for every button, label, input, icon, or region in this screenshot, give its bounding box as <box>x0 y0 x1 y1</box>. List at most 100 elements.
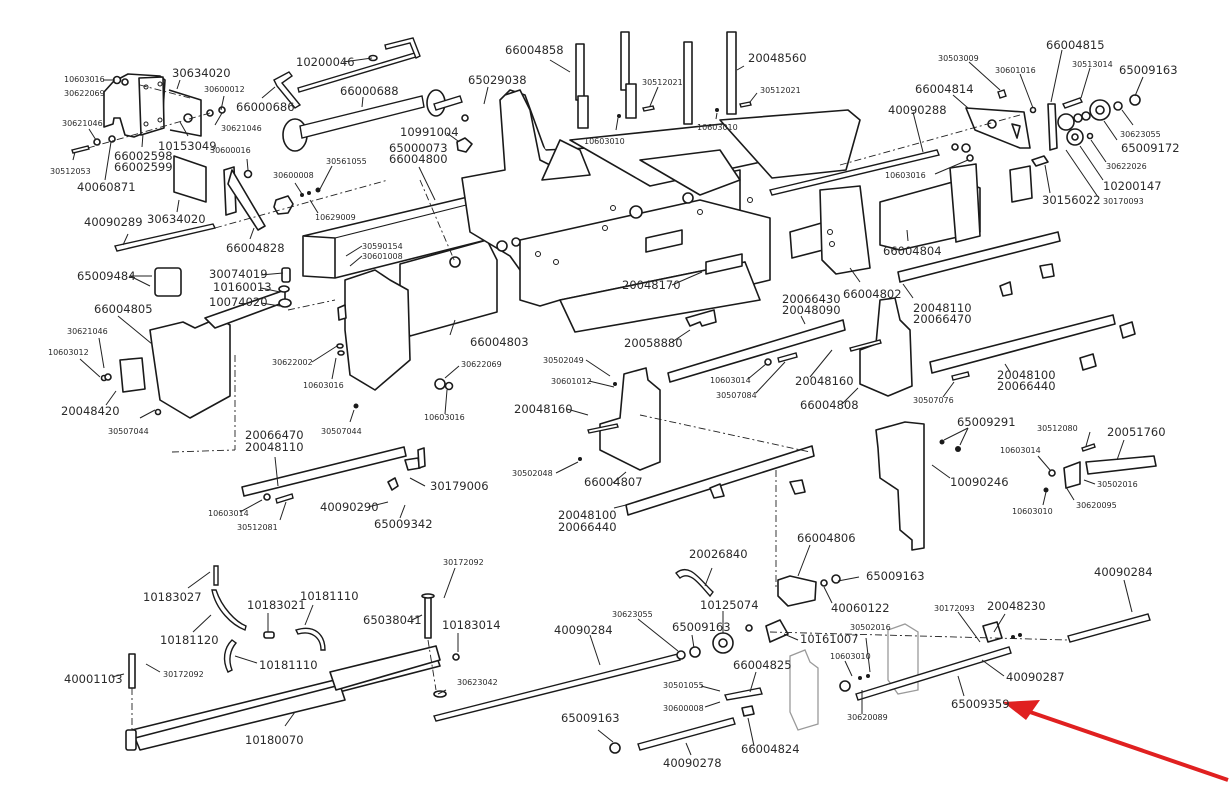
part-label: 30172093 <box>934 604 975 613</box>
part-label: 66004800 <box>389 152 448 166</box>
part-label: 40060122 <box>831 601 890 615</box>
part-label: 20066440 <box>997 379 1056 393</box>
part-label: 10153049 <box>158 139 217 153</box>
part-label: 66002599 <box>114 160 173 174</box>
part-label: 20048160 <box>514 402 573 416</box>
handle-rod-assembly <box>273 37 446 152</box>
center-carrier-assembly <box>278 267 454 409</box>
callout-labels: 10603016 30622069 30634020 30600012 3062… <box>48 38 1180 770</box>
part-label: 30620095 <box>1076 501 1117 510</box>
part-label: 40001103 <box>64 672 123 686</box>
part-label: 30623055 <box>612 610 653 619</box>
part-label: 20048160 <box>795 374 854 388</box>
part-label: 10181110 <box>300 589 359 603</box>
tine-bar-lower-left <box>241 446 426 504</box>
part-label: 30170093 <box>1103 197 1144 206</box>
part-label: 65038041 <box>363 613 422 627</box>
part-label: 10183027 <box>143 590 202 604</box>
part-label: 10603010 <box>584 137 625 146</box>
part-label: 30590154 <box>362 242 403 251</box>
part-label: 30623042 <box>457 678 498 687</box>
part-label: 30634020 <box>172 66 231 80</box>
part-label: 40090290 <box>320 500 379 514</box>
part-label: 10991004 <box>400 125 459 139</box>
part-label: 20048110 <box>913 301 972 315</box>
part-label: 66004808 <box>800 398 859 412</box>
part-label: 10125074 <box>700 598 759 612</box>
part-label: 40090278 <box>663 756 722 770</box>
part-label: 30074019 <box>209 267 268 281</box>
part-label: 10181120 <box>160 633 219 647</box>
part-label: 30512053 <box>50 167 91 176</box>
part-label: 10603010 <box>1012 507 1053 516</box>
part-label: 30512021 <box>760 86 801 95</box>
drive-plate-assembly <box>769 89 1141 203</box>
part-label: 10074020 <box>209 295 268 309</box>
part-label: 10603014 <box>710 376 751 385</box>
part-label: 30622002 <box>272 358 313 367</box>
part-label: 10603016 <box>303 381 344 390</box>
part-label: 20066430 <box>782 292 841 306</box>
part-label: 20048230 <box>987 599 1046 613</box>
hydraulic-cylinder-assembly <box>125 565 460 751</box>
part-label: 10200147 <box>1103 179 1162 193</box>
part-label: 30621046 <box>67 327 108 336</box>
part-label: 30622069 <box>64 89 105 98</box>
part-label: 30502016 <box>850 623 891 632</box>
part-label: 30502016 <box>1097 480 1138 489</box>
mounting-plate-assembly <box>71 73 226 203</box>
part-label: 30600008 <box>273 171 314 180</box>
part-label: 66004802 <box>843 287 902 301</box>
left-carrier-assembly <box>100 267 286 453</box>
part-label: 30502048 <box>512 469 553 478</box>
part-label: 30622026 <box>1106 162 1147 171</box>
part-label: 10603016 <box>424 413 465 422</box>
part-label: 10180070 <box>245 733 304 747</box>
part-label: 30601012 <box>551 377 592 386</box>
part-label: 30503009 <box>938 54 979 63</box>
part-label: 66004858 <box>505 43 564 57</box>
part-label: 66004825 <box>733 658 792 672</box>
part-label: 66000686 <box>236 100 295 114</box>
part-label: 65009291 <box>957 415 1016 429</box>
part-label: 65009163 <box>1119 63 1178 77</box>
part-label: 66000688 <box>340 84 399 98</box>
part-label: 66004824 <box>741 742 800 756</box>
right-holder-66004808 <box>685 297 913 397</box>
part-label: 10603010 <box>830 652 871 661</box>
center-holder-66004807 <box>578 367 811 471</box>
part-label: 66002598 <box>114 149 173 163</box>
part-label: 20058880 <box>624 336 683 350</box>
part-label: 65009163 <box>866 569 925 583</box>
part-label: 66004803 <box>470 335 529 349</box>
part-label: 30600012 <box>204 85 245 94</box>
part-label: 66004807 <box>584 475 643 489</box>
bracket-20051760 <box>1043 443 1157 493</box>
part-label: 10160013 <box>213 280 272 294</box>
tine-bar-center-2 <box>625 445 815 516</box>
part-label: 40090289 <box>84 215 143 229</box>
part-label: 30621046 <box>62 119 103 128</box>
part-label: 10090246 <box>950 475 1009 489</box>
part-label: 40090288 <box>888 103 947 117</box>
part-label: 10629009 <box>315 213 356 222</box>
highlighted-part-label: 65009359 <box>951 697 1010 711</box>
part-label: 30600016 <box>210 146 251 155</box>
part-label: 10603014 <box>1000 446 1041 455</box>
part-label: 30507084 <box>716 391 757 400</box>
part-label: 40060871 <box>77 180 136 194</box>
part-label: 30502049 <box>543 356 584 365</box>
part-label: 10183014 <box>442 618 501 632</box>
tine-holders-top <box>575 31 752 129</box>
part-label: 10603012 <box>48 348 89 357</box>
part-label: 20048100 <box>558 508 617 522</box>
part-label: 20048110 <box>245 440 304 454</box>
part-label: 30621046 <box>221 124 262 133</box>
part-label: 20051760 <box>1107 425 1166 439</box>
part-label: 65000073 <box>389 141 448 155</box>
part-label: 10161007 <box>800 632 859 646</box>
part-label: 20048100 <box>997 368 1056 382</box>
right-frame-arm <box>789 163 981 275</box>
part-label: 20066470 <box>913 312 972 326</box>
